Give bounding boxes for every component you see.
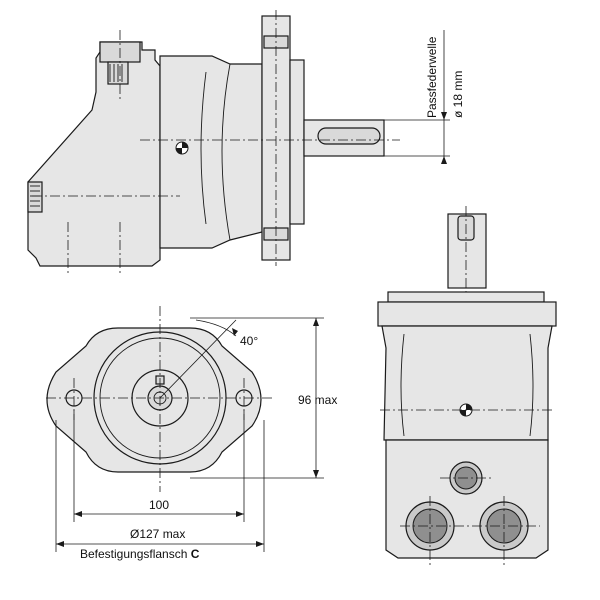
main-body	[159, 55, 263, 249]
top-body	[381, 325, 553, 441]
height-label: 96 max	[298, 393, 337, 407]
flange-caption: Befestigungsflansch C	[80, 547, 200, 561]
top-view	[377, 206, 557, 566]
shaft-dia-label: ø 18 mm	[451, 71, 465, 118]
hole-spacing-label: 100	[149, 498, 169, 512]
center-mark	[175, 141, 189, 155]
flange-view: 40° 96 max 100 Ø127 max Befestigungsflan…	[46, 306, 337, 561]
shaft-name-label: Passfederwelle	[425, 36, 439, 118]
flange-pilot	[289, 59, 305, 225]
flange-dia-label: Ø127 max	[130, 527, 185, 541]
side-view: Passfederwelle ø 18 mm	[27, 10, 465, 276]
angle-label: 40°	[240, 334, 258, 348]
top-flange	[387, 291, 545, 303]
side-grip	[27, 181, 43, 213]
shaft-key	[317, 127, 381, 145]
rear-housing	[27, 41, 161, 267]
